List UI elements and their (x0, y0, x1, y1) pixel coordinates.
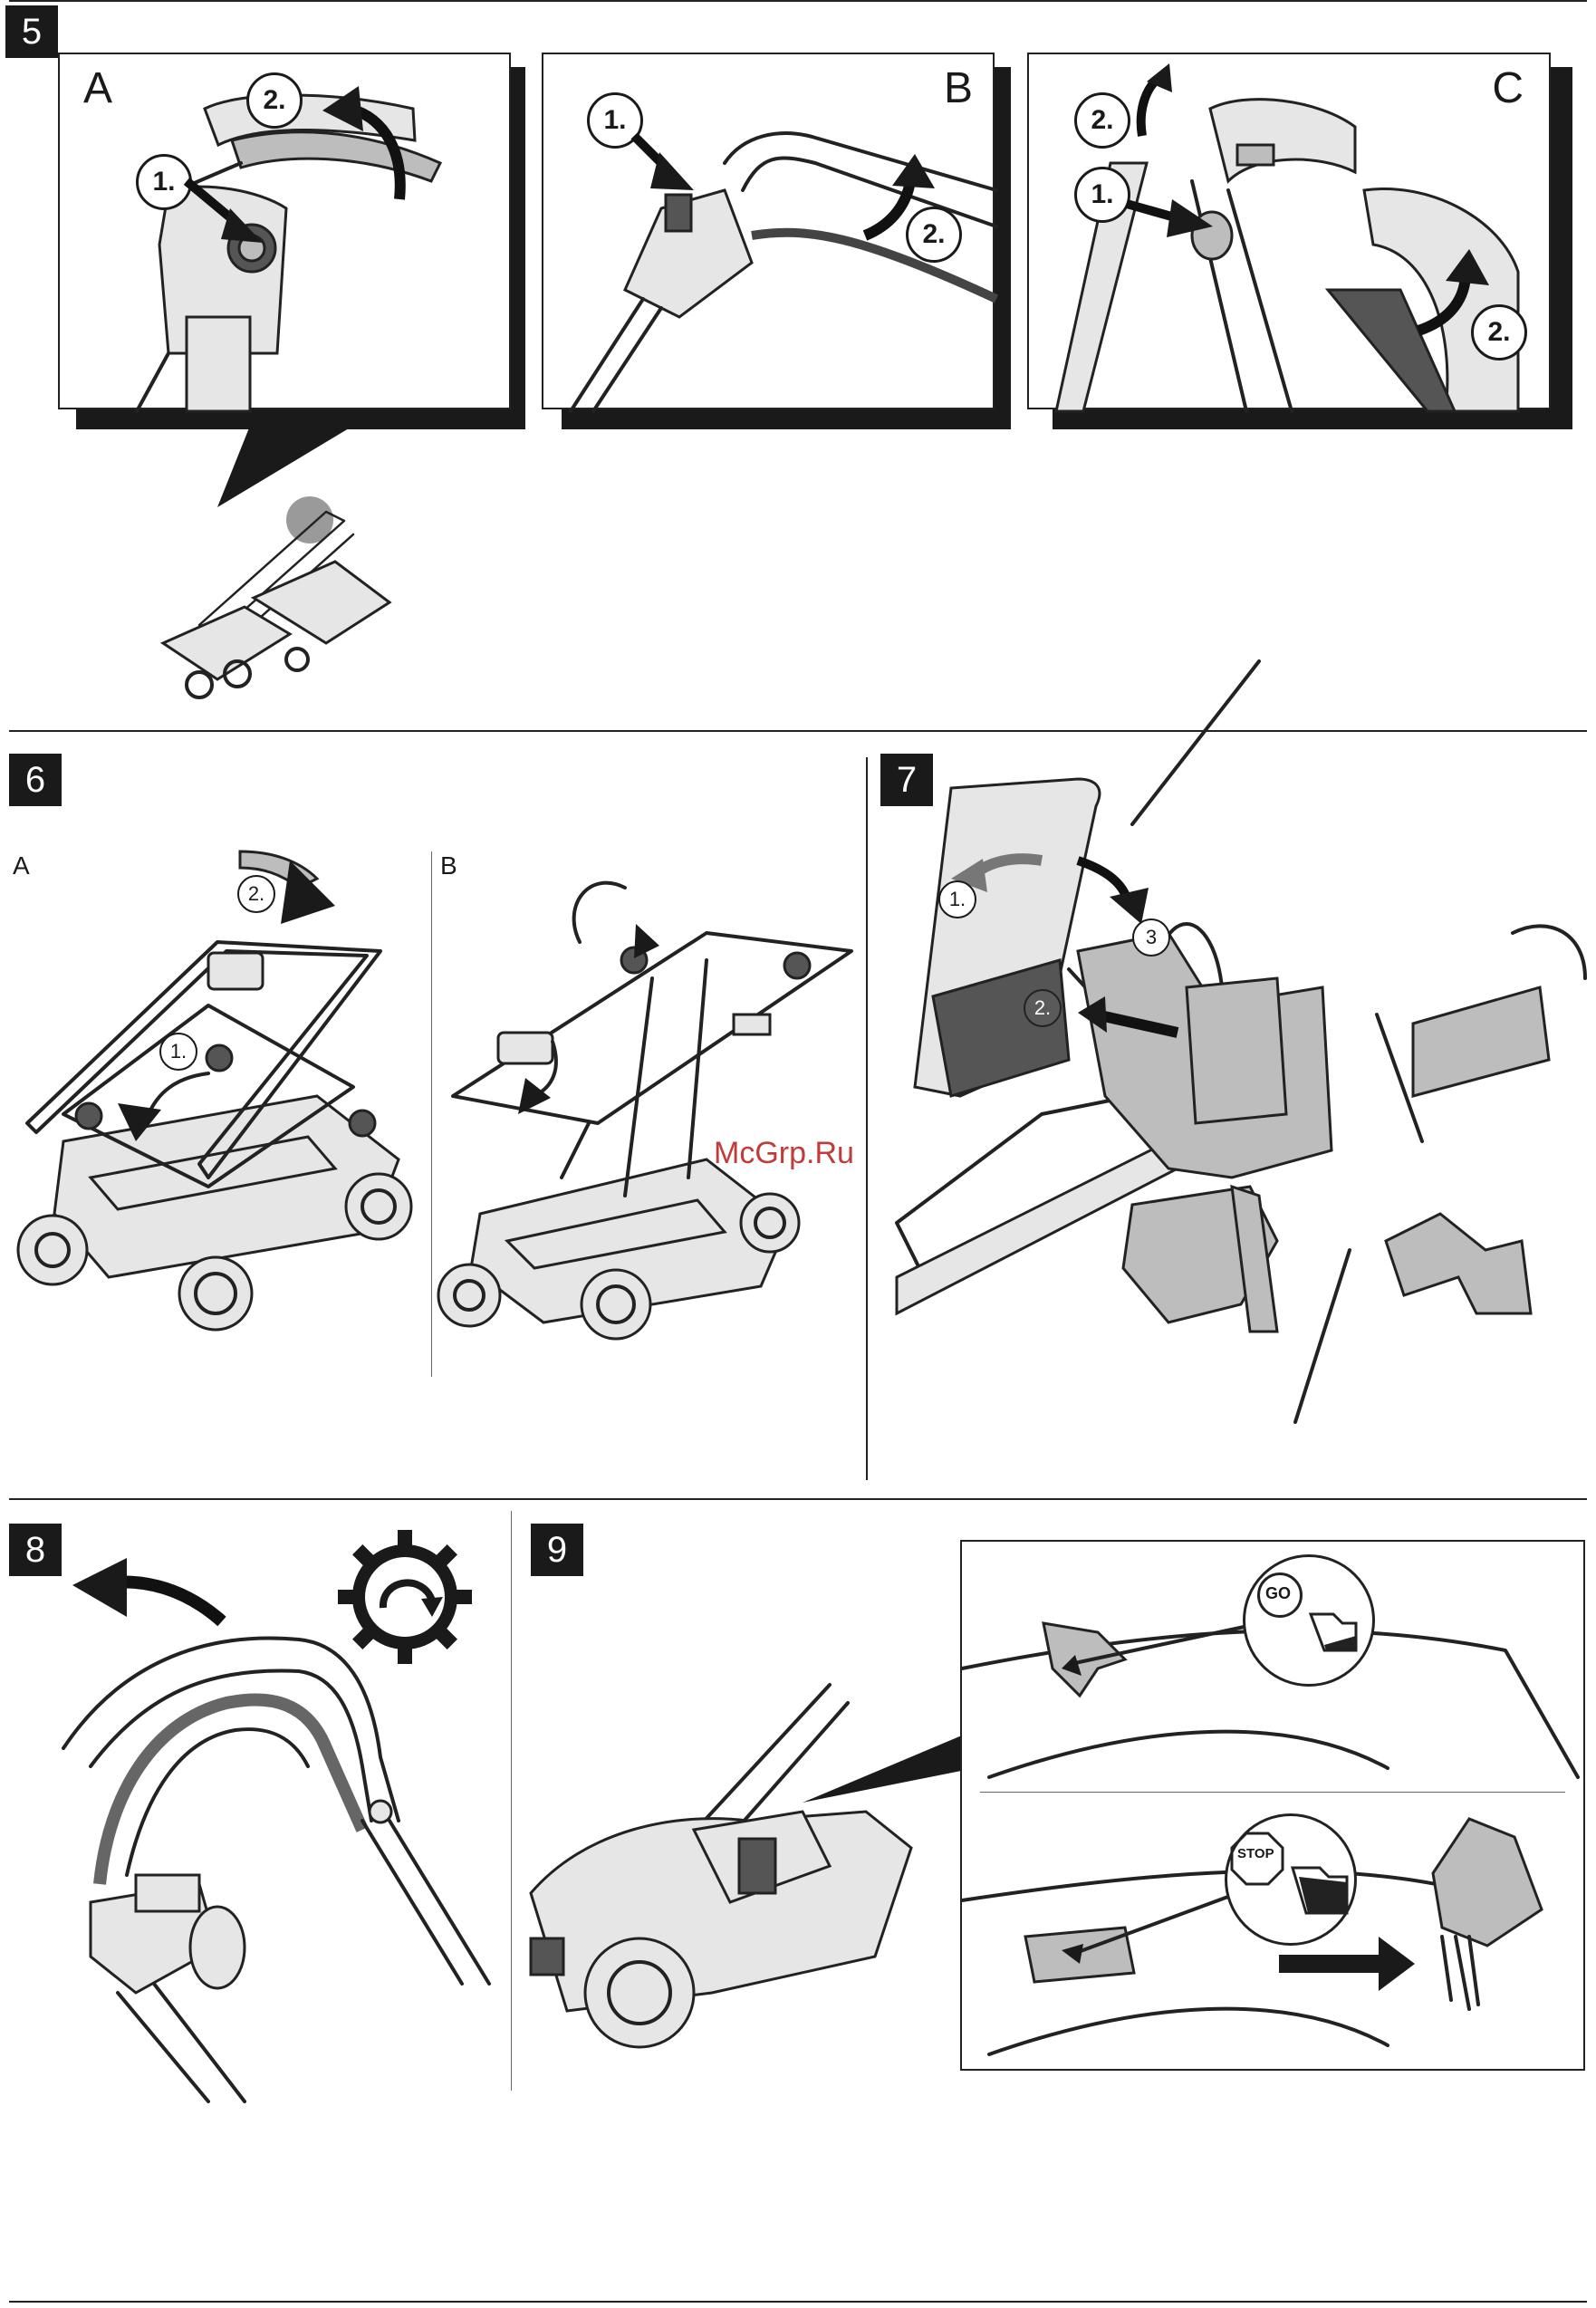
figure-6-number: 6 (9, 754, 62, 806)
fig5-panel-b: B 1. 2. (542, 53, 995, 409)
grass-box-illustration (897, 770, 1585, 1476)
fold-handle-mower-a (9, 851, 426, 1359)
watermark: McGrp.Ru (714, 1136, 854, 1171)
empty-box-icon (1306, 1605, 1360, 1659)
fig9-detail-panel: GO STOP (960, 1540, 1585, 2071)
go-label: GO (1265, 1584, 1291, 1603)
step-1-badge: 1. (1074, 167, 1130, 223)
figure-5-number: 5 (5, 5, 58, 58)
mower-switch-illustration (531, 1685, 1002, 2065)
fig6-step-1-badge: 1. (159, 1033, 197, 1071)
fig5-panel-c: C 2. 1. 2. (1027, 53, 1551, 409)
fig7-step-2-badge: 2. (1024, 989, 1062, 1027)
rotation-gear-icon (337, 1529, 473, 1665)
step-1-badge: 1. (136, 154, 192, 210)
rotate-up-arrow (1129, 63, 1183, 145)
mower-overview-illustration (145, 417, 562, 716)
fig7-step-3-badge: 3 (1132, 918, 1170, 957)
step-2-top-badge: 2. (1074, 92, 1130, 149)
fold-handle-arrow (1409, 249, 1509, 340)
figure-9-number: 9 (531, 1524, 583, 1576)
fig7-step-1-badge: 1. (938, 880, 976, 918)
pull-lever-arrow (860, 154, 951, 245)
step-2-badge: 2. (246, 72, 303, 129)
stop-sign-icon (1230, 1832, 1284, 1886)
rotate-arrow (313, 82, 422, 208)
fig6-step-2-badge: 2. (237, 875, 275, 913)
fig5-panel-a: A 1. 2. (58, 53, 511, 409)
arrow-to-knob (1127, 199, 1226, 254)
arrow-to-switch (634, 136, 725, 226)
full-box-icon (1288, 1859, 1351, 1922)
fold-handle-mower-b (435, 851, 851, 1359)
